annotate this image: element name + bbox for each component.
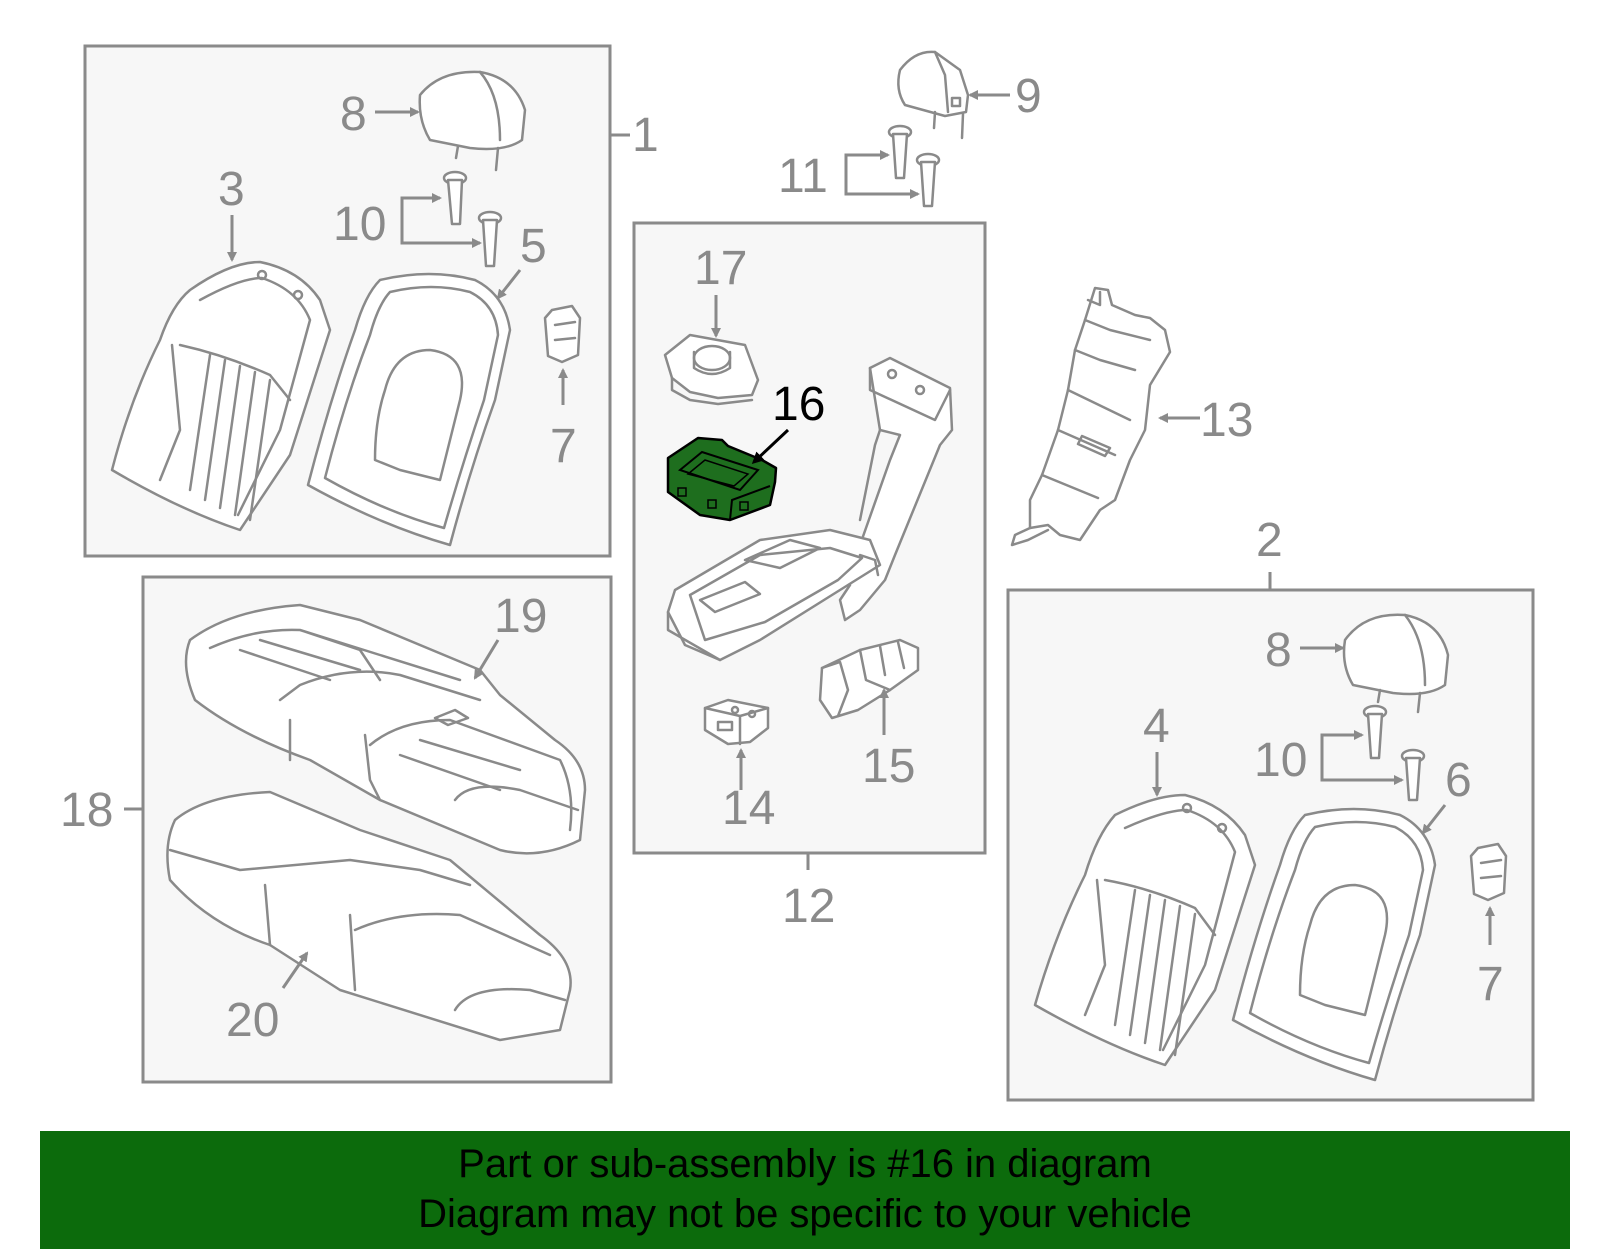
part-seat-back-cover-3: [110, 260, 332, 532]
part-switch-17: [663, 333, 760, 406]
callout-5: 5: [520, 220, 547, 273]
part-headrest-9: [897, 50, 970, 140]
callout-3: 3: [218, 163, 245, 216]
callout-17: 17: [694, 242, 747, 295]
callout-12: 12: [782, 880, 835, 933]
callout-19: 19: [494, 590, 547, 643]
part-headrest-8-left: [418, 70, 527, 172]
group-box-12: 12 17 16: [632, 221, 987, 933]
part-clip-7-right: [1469, 842, 1508, 902]
callout-11: 11: [778, 150, 828, 203]
callout-20: 20: [226, 994, 279, 1047]
part-clip-7-left: [543, 304, 582, 364]
callout-4: 4: [1143, 700, 1170, 753]
part-guide-pins-11: [887, 124, 941, 208]
banner-line-1: Part or sub-assembly is #16 in diagram: [458, 1142, 1152, 1186]
callout-13: 13: [1200, 394, 1253, 447]
part-guide-pins-10-left: [442, 170, 503, 268]
callout-1: 1: [632, 109, 659, 162]
callout-2: 2: [1256, 514, 1283, 567]
group-box-18: 18 19 20: [60, 575, 613, 1084]
callout-7-left: 7: [550, 420, 577, 473]
part-armrest-body: [666, 356, 954, 662]
callout-8-left: 8: [340, 88, 367, 141]
part-seat-back-cover-4: [1033, 793, 1257, 1067]
part-tray-16-highlighted: [666, 436, 778, 522]
part-cushion-pad-20: [166, 790, 572, 1042]
callout-18: 18: [60, 784, 113, 837]
part-seat-back-panel-6: [1231, 807, 1437, 1082]
callout-16: 16: [772, 378, 825, 431]
part-headrest-8-right: [1342, 613, 1450, 714]
callout-10-left: 10: [333, 198, 386, 251]
part-guide-pins-10-right: [1362, 704, 1426, 802]
callout-15: 15: [862, 740, 915, 793]
callout-9: 9: [1015, 70, 1042, 123]
callout-14: 14: [722, 782, 775, 835]
group-box-2: 2 8 10: [1006, 514, 1535, 1102]
callout-7-right: 7: [1477, 958, 1504, 1011]
part-frame-bracket-13: [1010, 286, 1172, 547]
callout-10-right: 10: [1254, 734, 1307, 787]
part-power-socket-15: [818, 638, 920, 720]
info-banner: Part or sub-assembly is #16 in diagram D…: [40, 1131, 1570, 1249]
part-seat-back-panel-5: [306, 272, 512, 547]
part-cushion-cover-19: [184, 603, 587, 855]
group-box-1: 1 8 10: [83, 44, 659, 558]
part-usb-port-14: [703, 698, 770, 746]
callout-6: 6: [1445, 754, 1472, 807]
banner-line-2: Diagram may not be specific to your vehi…: [418, 1192, 1192, 1236]
callout-8-right: 8: [1265, 624, 1292, 677]
